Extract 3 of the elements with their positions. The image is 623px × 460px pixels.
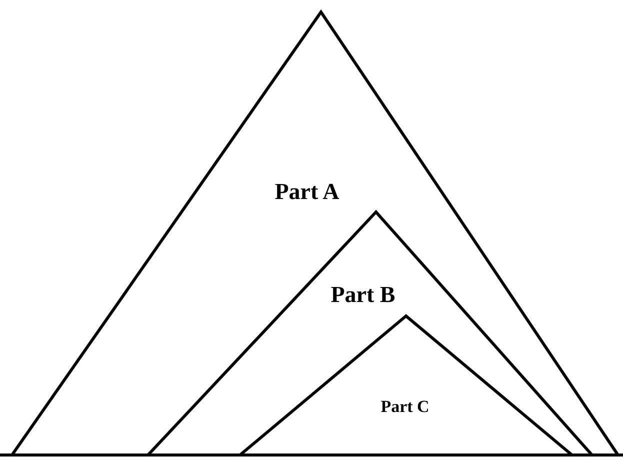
- part-label: Part B: [330, 282, 396, 308]
- part-label: Part C: [380, 397, 430, 417]
- part-label: Part A: [274, 179, 340, 205]
